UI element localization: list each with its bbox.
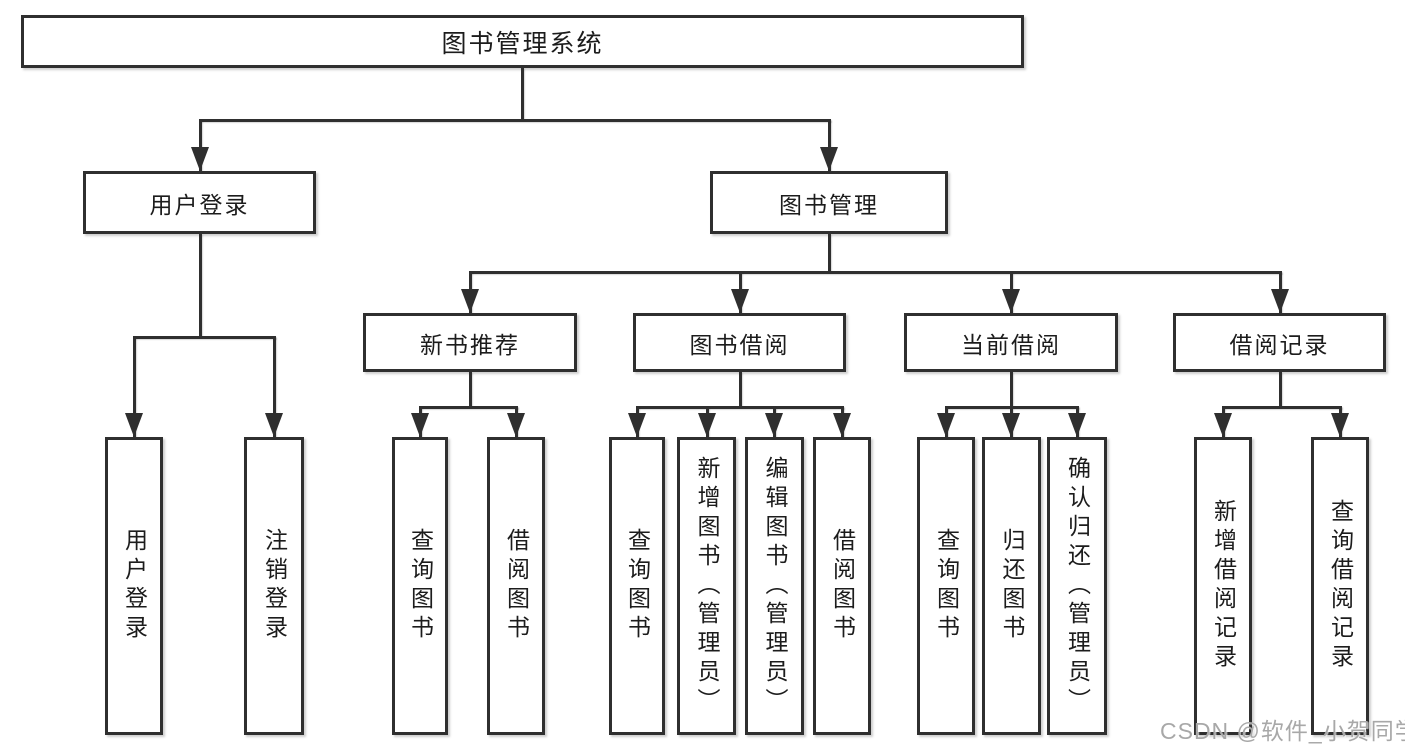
node-leaf-user-login: 用户登录: [105, 437, 163, 735]
node-label: 借阅图书: [829, 528, 856, 644]
node-leaf-return-book: 归还图书: [982, 437, 1041, 735]
connector-line: [1009, 372, 1013, 407]
node-leaf-borrow-book-1: 借阅图书: [487, 437, 545, 735]
node-label: 注销登录: [261, 528, 288, 644]
node-label: 确认归还（管理员）: [1064, 455, 1091, 717]
arrowhead-down-icon: [628, 413, 646, 437]
arrowhead-down-icon: [820, 147, 838, 171]
node-leaf-query-book-2: 查询图书: [609, 437, 665, 735]
connector-line: [272, 337, 276, 437]
arrowhead-down-icon: [765, 413, 783, 437]
connector-line: [198, 118, 831, 122]
node-leaf-add-record: 新增借阅记录: [1194, 437, 1252, 735]
node-leaf-edit-book: 编辑图书（管理员）: [745, 437, 804, 735]
node-user-login: 用户登录: [83, 171, 316, 234]
connector-line: [132, 335, 276, 339]
connector-line: [520, 68, 524, 120]
arrowhead-down-icon: [1068, 413, 1086, 437]
arrowhead-down-icon: [1271, 289, 1289, 313]
connector-line: [198, 120, 202, 171]
connector-line: [468, 372, 472, 407]
arrowhead-down-icon: [731, 289, 749, 313]
node-label: 用户登录: [149, 191, 250, 218]
arrowhead-down-icon: [1214, 413, 1232, 437]
node-leaf-query-record: 查询借阅记录: [1311, 437, 1369, 735]
connector-line: [1221, 405, 1342, 409]
connector-line: [132, 337, 136, 437]
connector-line: [1278, 372, 1282, 407]
node-borrow-records: 借阅记录: [1173, 313, 1386, 372]
node-label: 图书管理: [779, 191, 879, 218]
connector-line: [827, 120, 831, 171]
connector-line: [635, 405, 844, 409]
connector-line: [418, 405, 518, 409]
node-book-mgmt: 图书管理: [710, 171, 948, 234]
connector-line: [827, 234, 831, 272]
arrowhead-down-icon: [191, 147, 209, 171]
node-label: 查询借阅记录: [1327, 499, 1354, 673]
node-label: 查询图书: [624, 528, 651, 644]
arrowhead-down-icon: [507, 413, 525, 437]
node-label: 归还图书: [999, 528, 1025, 644]
node-label: 借阅记录: [1229, 331, 1330, 358]
csdn-watermark: CSDN @软件_小贺同学: [1160, 718, 1405, 744]
node-book-borrow: 图书借阅: [633, 313, 846, 372]
arrowhead-down-icon: [411, 413, 429, 437]
node-label: 用户登录: [121, 528, 148, 644]
arrowhead-down-icon: [461, 289, 479, 313]
connector-line: [198, 234, 202, 337]
connector-line: [468, 270, 1282, 274]
node-label: 图书管理系统: [441, 29, 604, 58]
arrowhead-down-icon: [937, 413, 955, 437]
node-leaf-confirm-return: 确认归还（管理员）: [1047, 437, 1107, 735]
node-current-borrow: 当前借阅: [904, 313, 1118, 372]
arrowhead-down-icon: [265, 413, 283, 437]
node-label: 新增图书（管理员）: [694, 455, 720, 717]
node-new-book-rec: 新书推荐: [363, 313, 577, 372]
node-label: 当前借阅: [961, 331, 1061, 358]
node-leaf-logout: 注销登录: [244, 437, 304, 735]
node-label: 新书推荐: [420, 331, 520, 358]
arrowhead-down-icon: [698, 413, 716, 437]
node-leaf-add-book: 新增图书（管理员）: [677, 437, 736, 735]
connector-line: [738, 372, 742, 407]
arrowhead-down-icon: [1002, 289, 1020, 313]
node-leaf-query-book-3: 查询图书: [917, 437, 975, 735]
arrowhead-down-icon: [125, 413, 143, 437]
node-label: 查询图书: [933, 528, 960, 644]
node-label: 查询图书: [407, 528, 434, 644]
node-leaf-query-book-1: 查询图书: [392, 437, 448, 735]
node-leaf-borrow-book-2: 借阅图书: [813, 437, 871, 735]
node-root: 图书管理系统: [21, 15, 1024, 68]
arrowhead-down-icon: [833, 413, 851, 437]
node-label: 新增借阅记录: [1210, 499, 1237, 673]
node-label: 图书借阅: [689, 331, 790, 358]
arrowhead-down-icon: [1002, 413, 1020, 437]
node-label: 借阅图书: [503, 528, 530, 644]
arrowhead-down-icon: [1331, 413, 1349, 437]
node-label: 编辑图书（管理员）: [762, 455, 788, 717]
